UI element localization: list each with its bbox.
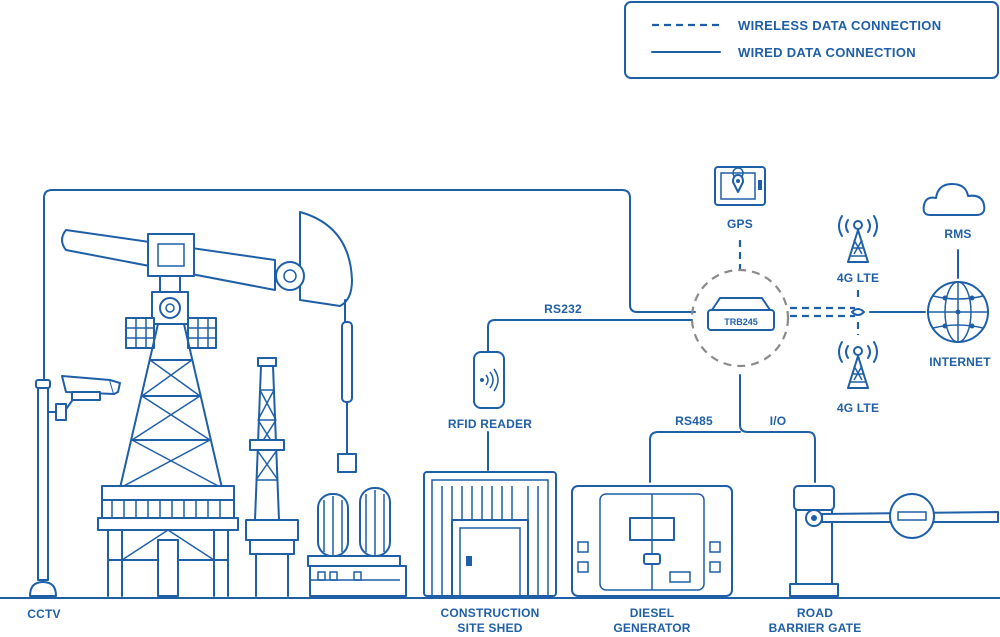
cctv-wired-line <box>43 189 696 381</box>
io-wired-line <box>739 424 816 483</box>
wireless-signal-icon <box>485 368 499 392</box>
router-label: TRB245 <box>724 317 758 327</box>
rs232-wired-line <box>487 319 693 353</box>
io-label: I/O <box>770 414 787 428</box>
internet-globe: INTERNET <box>927 281 991 369</box>
rms-cloud: RMS <box>922 183 986 241</box>
router-trb245[interactable]: TRB245 <box>690 268 790 368</box>
rfid-reader: RFID READER <box>448 351 532 431</box>
gps-label: GPS <box>727 217 753 231</box>
diesel-generator: DIESEL GENERATOR <box>571 485 733 635</box>
shed-label-line1: CONSTRUCTION <box>440 606 539 620</box>
map-pin-icon <box>732 174 744 193</box>
lte-tower-bottom: 4G LTE <box>837 341 879 415</box>
diesel-label-line1: DIESEL <box>630 606 675 620</box>
rfid-label: RFID READER <box>448 417 532 431</box>
rs485-label: RS485 <box>675 414 713 428</box>
rms-label: RMS <box>944 227 971 241</box>
diesel-label-line2: GENERATOR <box>613 621 690 635</box>
stop-sign-icon <box>889 493 935 539</box>
internet-label: INTERNET <box>929 355 991 369</box>
cctv-camera: CCTV <box>27 375 121 621</box>
lte-bottom-label: 4G LTE <box>837 401 879 415</box>
legend-wireless-label: WIRELESS DATA CONNECTION <box>738 18 941 33</box>
router-wireless-zone <box>690 268 790 368</box>
legend: WIRELESS DATA CONNECTION WIRED DATA CONN… <box>624 1 999 79</box>
construction-site-shed: CONSTRUCTION SITE SHED <box>423 471 557 635</box>
refinery-tanks <box>307 487 407 597</box>
cctv-label: CCTV <box>27 607 60 621</box>
barrier-label-line1: ROAD <box>797 606 833 620</box>
rs485-wired-line <box>649 431 741 483</box>
shed-label-line2: SITE SHED <box>457 621 522 635</box>
oil-pumpjack <box>61 211 357 597</box>
gps-device: GPS <box>714 166 766 231</box>
cctv-pole <box>37 385 49 581</box>
road-barrier-gate: ROAD BARRIER GATE <box>769 485 999 635</box>
lte-top-label: 4G LTE <box>837 271 879 285</box>
rs232-label: RS232 <box>544 302 582 316</box>
lte-tower-top: 4G LTE <box>837 215 879 285</box>
cloud-icon <box>922 183 986 216</box>
shed-door <box>451 519 529 597</box>
legend-wired-label: WIRED DATA CONNECTION <box>738 45 916 60</box>
drill-tower <box>245 357 299 597</box>
barrier-label-line2: BARRIER GATE <box>769 621 862 635</box>
wireless-junction <box>851 308 865 316</box>
wired-connections <box>43 189 959 483</box>
